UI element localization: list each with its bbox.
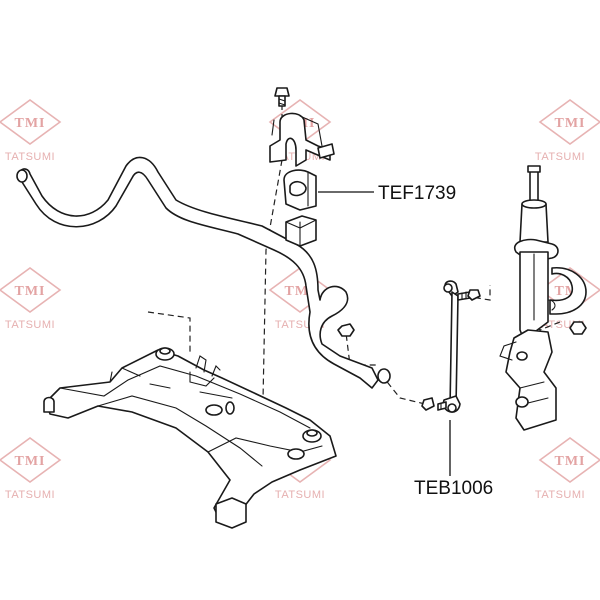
watermark-logo-text: TMI [15,116,46,131]
watermark-top-right: TMI TATSUMI [535,99,600,163]
bracket-bolt [274,87,290,107]
subframe-front-bushing [215,497,247,529]
subframe-flange-left [43,396,55,413]
watermark-top-left: TMI TATSUMI [0,99,62,163]
strut-piston-rod [529,167,539,203]
watermark-logo-text: TMI [555,116,586,131]
watermark-logo-text: TMI [15,454,46,469]
front-strut [499,165,587,431]
callout-tef1739: TEF1739 [378,183,456,204]
stabilizer-nut [337,323,355,337]
stabilizer-end-right [377,368,391,384]
strut-knuckle-bracket [505,329,557,431]
watermark-logo-text: TMI [555,454,586,469]
link-bottom-nut [421,397,435,411]
subframe-mount-front-center [287,448,305,460]
watermark-bottom-left: TMI TATSUMI [0,437,62,501]
subframe-mount-center [205,404,223,416]
bracket-guide-line [261,159,283,451]
strut-mount-nut [569,321,587,335]
stabilizer-bushing-assembly [269,87,335,247]
subframe-mount-guide-left [147,311,191,352]
watermark-bottom-right: TMI TATSUMI [535,437,600,501]
watermark-mid-left: TMI TATSUMI [0,267,62,331]
stabilizer-bar [16,156,391,389]
link-bottom-guide [383,377,426,405]
bushing-bracket [269,112,335,167]
watermark-brand-text: TATSUMI [5,151,55,163]
subframe-mount-front-right-inner [306,429,318,437]
stabilizer-end-left [16,169,28,183]
front-subframe [43,347,337,529]
watermark-brand-text: TATSUMI [535,151,585,163]
stabilizer-bushing [283,169,317,211]
watermark-logo-text: TMI [15,284,46,299]
strut-spring-seat [549,267,587,315]
watermark-brand-text: TATSUMI [5,319,55,331]
callout-teb1006: TEB1006 [414,478,493,499]
link-top-nut [467,289,481,301]
subframe-mount-rear-left-inner [159,347,171,355]
watermark-brand-text: TATSUMI [535,489,585,501]
watermark-brand-text: TATSUMI [275,489,325,501]
watermark-brand-text: TATSUMI [5,489,55,501]
bushing-insert [285,215,317,247]
stabilizer-link [421,280,481,413]
subframe-bushing-small [225,401,235,415]
link-top-guide [464,285,491,301]
